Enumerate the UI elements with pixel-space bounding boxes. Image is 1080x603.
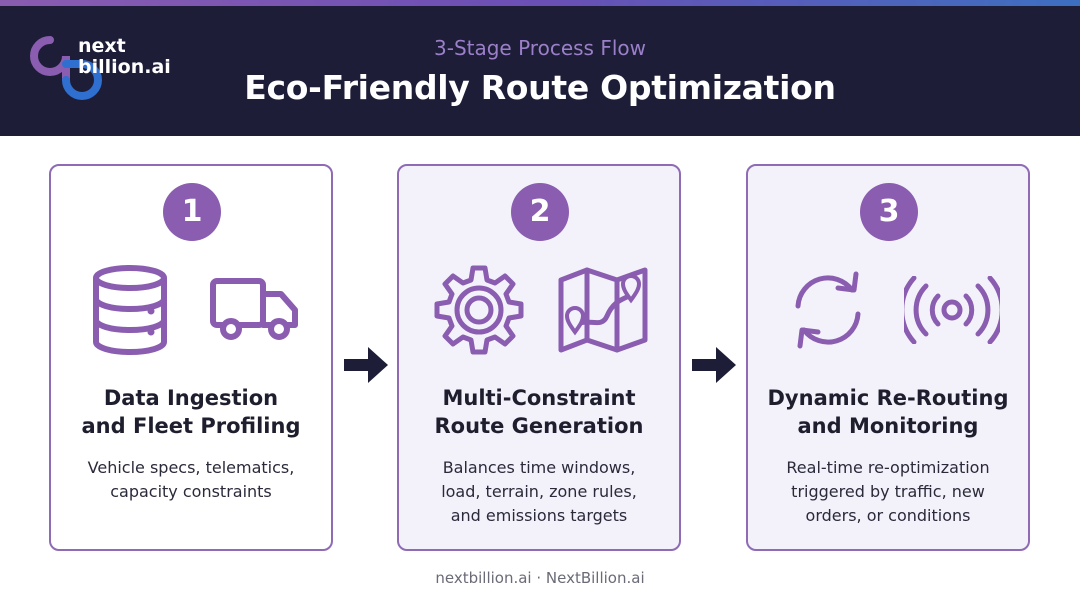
top-accent-stripe [0,0,1080,6]
stage-description: Balances time windows, load, terrain, zo… [413,456,665,528]
stage-desc-line-1: Real-time re-optimization [786,458,990,477]
stage-card-2: 2 Multi-Constraint Route Generation Bala… [397,164,681,551]
route-map-icon [558,267,648,353]
stage-description: Real-time re-optimization triggered by t… [762,456,1014,528]
stage-number-badge: 2 [511,183,569,241]
stage-card-1: 1 Data Ingestion and Fleet Profiling Veh… [49,164,333,551]
logo-wordmark: next billion.ai [78,36,171,78]
logo-line-2: billion.ai [78,56,171,78]
stage-title-line-1: Data Ingestion [103,386,279,410]
arrow-right-icon [692,347,736,383]
stage-desc-line-2: triggered by traffic, new [791,482,985,501]
signal-broadcast-icon [904,276,1000,344]
truck-icon [210,278,298,340]
stage-title: Multi-Constraint Route Generation [407,384,671,440]
stage-description: Vehicle specs, telematics, capacity cons… [65,456,317,504]
logo-loop-icon [30,36,102,100]
stage-title-line-2: and Fleet Profiling [81,414,301,438]
arrow-right-icon [344,347,388,383]
stage-desc-line-2: capacity constraints [110,482,272,501]
stage-title-line-2: Route Generation [434,414,644,438]
header-banner: next billion.ai 3-Stage Process Flow Eco… [0,6,1080,136]
stage-number-badge: 3 [860,183,918,241]
page-title: Eco-Friendly Route Optimization [244,68,836,107]
nextbillion-logo: next billion.ai [30,34,190,118]
stage-title-line-1: Multi-Constraint [442,386,636,410]
stage-title: Data Ingestion and Fleet Profiling [59,384,323,440]
refresh-icon [795,271,861,349]
page-subtitle: 3-Stage Process Flow [434,36,646,60]
stage-desc-line-3: orders, or conditions [805,506,971,525]
stage-title-line-1: Dynamic Re-Routing [767,386,1009,410]
database-icon [93,265,167,355]
logo-line-1: next [78,35,126,57]
stage-number-badge: 1 [163,183,221,241]
gear-icon [434,265,524,355]
stage-title: Dynamic Re-Routing and Monitoring [756,384,1020,440]
stage-desc-line-1: Balances time windows, [442,458,636,477]
stage-desc-line-2: load, terrain, zone rules, [441,482,637,501]
stage-desc-line-3: and emissions targets [450,506,628,525]
stage-card-3: 3 Dynamic Re-Routing and Monitoring Real… [746,164,1030,551]
stage-title-line-2: and Monitoring [797,414,979,438]
stage-desc-line-1: Vehicle specs, telematics, [87,458,295,477]
footer-credit: nextbillion.ai · NextBillion.ai [435,569,645,587]
